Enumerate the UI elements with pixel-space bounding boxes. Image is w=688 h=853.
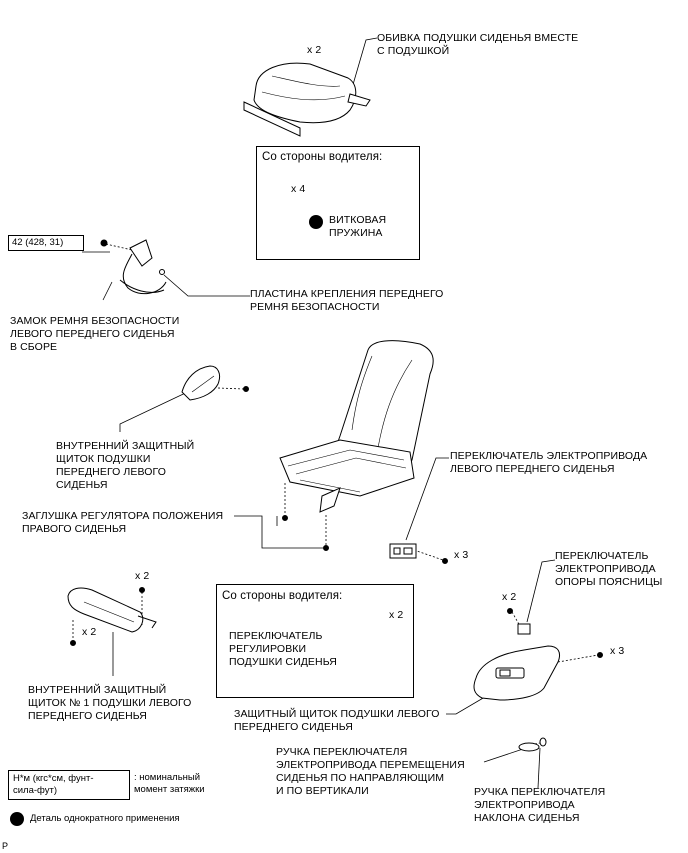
torque-box: 42 (428, 31) — [8, 235, 84, 251]
spring-label: ВИТКОВАЯ ПРУЖИНА — [329, 214, 387, 239]
cushion-switch-label: ПЕРЕКЛЮЧАТЕЛЬ РЕГУЛИРОВКИ ПОДУШКИ СИДЕНЬ… — [229, 630, 337, 668]
lumbar-switch-label: ПЕРЕКЛЮЧАТЕЛЬ ЭЛЕКТРОПРИВОДА ОПОРЫ ПОЯСН… — [555, 550, 663, 588]
recline-knob-label: РУЧКА ПЕРЕКЛЮЧАТЕЛЯ ЭЛЕКТРОПРИВОДА НАКЛО… — [474, 786, 606, 824]
driver-side-1-title: Со стороны водителя: — [262, 151, 383, 163]
adjuster-cap-label: ЗАГЛУШКА РЕГУЛЯТОРА ПОЛОЖЕНИЯ ПРАВОГО СИ… — [22, 510, 224, 535]
single-use-icon — [309, 215, 323, 229]
spring-qty: x 4 — [291, 183, 306, 195]
lumbar-qty: x 2 — [502, 591, 517, 603]
driver-side-box-2: Со стороны водителя: x 2 ПЕРЕКЛЮЧАТЕЛЬ Р… — [216, 584, 414, 698]
torque-value: 42 (428, 31) — [12, 237, 64, 248]
legend-torque-desc: : номинальный момент затяжки — [134, 772, 205, 795]
cushion-cover-label: ОБИВКА ПОДУШКИ СИДЕНЬЯ ВМЕСТЕ С ПОДУШКОЙ — [377, 32, 579, 57]
legend-torque-box: Н*м (кгс*см, фунт- сила-фут) — [8, 770, 130, 800]
shield1-qty-top: x 2 — [135, 570, 150, 582]
belt-buckle-label: ЗАМОК РЕМНЯ БЕЗОПАСНОСТИ ЛЕВОГО ПЕРЕДНЕГ… — [10, 315, 180, 353]
power-switch-label: ПЕРЕКЛЮЧАТЕЛЬ ЭЛЕКТРОПРИВОДА ЛЕВОГО ПЕРЕ… — [450, 450, 648, 475]
driver-side-2-title: Со стороны водителя: — [222, 590, 343, 602]
outer-shield-label: ЗАЩИТНЫЙ ЩИТОК ПОДУШКИ ЛЕВОГО ПЕРЕДНЕГО … — [234, 708, 440, 733]
inner-shield-label: ВНУТРЕННИЙ ЗАЩИТНЫЙ ЩИТОК ПОДУШКИ ПЕРЕДН… — [56, 440, 195, 491]
cushion-switch-qty: x 2 — [389, 609, 404, 621]
slide-knob-label: РУЧКА ПЕРЕКЛЮЧАТЕЛЯ ЭЛЕКТРОПРИВОДА ПЕРЕМ… — [276, 746, 465, 797]
shield1-qty-left: x 2 — [82, 626, 97, 638]
legend-single-use: Деталь однократного применения — [30, 813, 180, 824]
legend-torque-units: Н*м (кгс*см, фунт- сила-фут) — [13, 773, 94, 796]
cushion-cover-qty: x 2 — [307, 44, 322, 56]
single-use-legend-icon — [10, 812, 24, 826]
switch-qty: x 3 — [454, 549, 469, 561]
belt-plate-label: ПЛАСТИНА КРЕПЛЕНИЯ ПЕРЕДНЕГО РЕМНЯ БЕЗОП… — [250, 288, 444, 313]
inner-shield-1-label: ВНУТРЕННИЙ ЗАЩИТНЫЙ ЩИТОК № 1 ПОДУШКИ ЛЕ… — [28, 684, 192, 722]
driver-side-box-1: Со стороны водителя: x 4 ВИТКОВАЯ ПРУЖИН… — [256, 146, 420, 260]
corner-mark: P — [2, 841, 9, 851]
outer-shield-qty: x 3 — [610, 645, 625, 657]
